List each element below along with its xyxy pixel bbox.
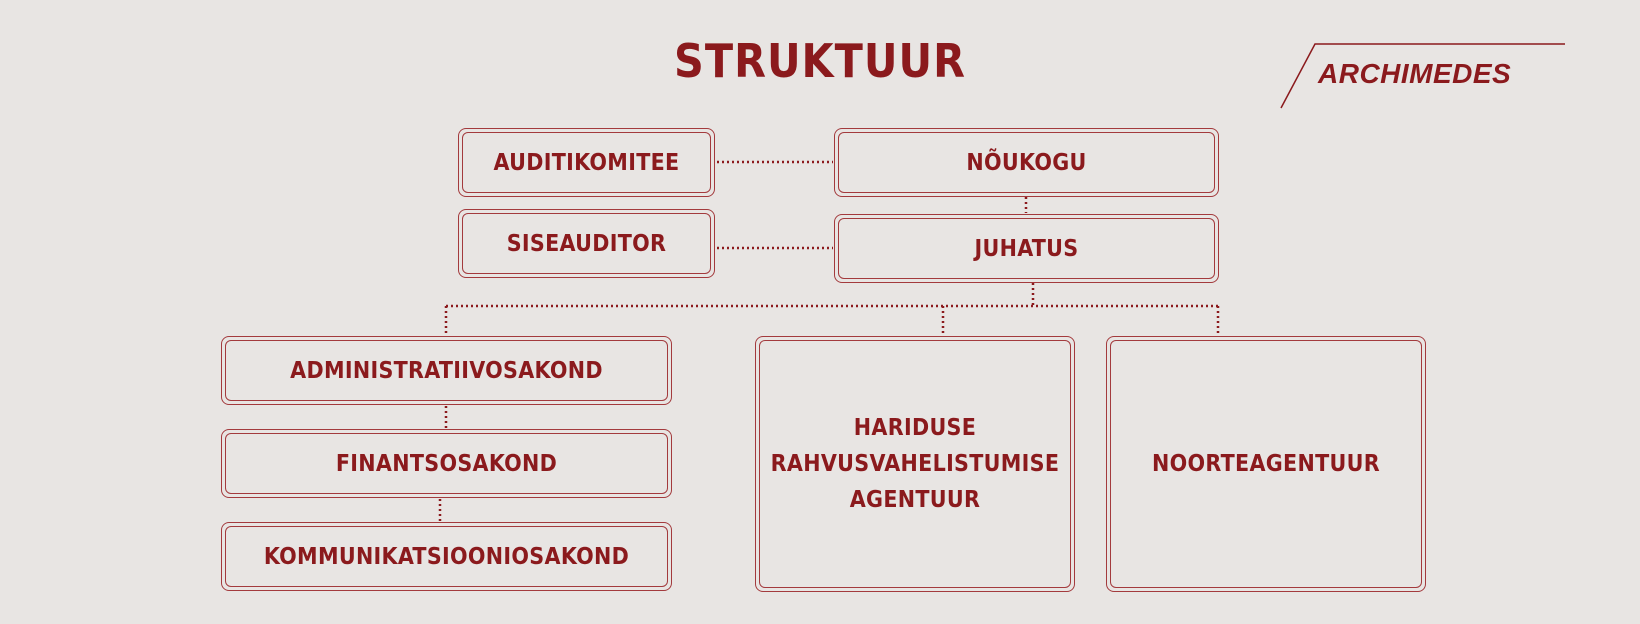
logo: ARCHIMEDES <box>1318 58 1512 89</box>
node-label: FINANTSOSAKOND <box>335 450 558 477</box>
node-label: KOMMUNIKATSIOONIOSAKOND <box>263 543 630 570</box>
node-label: ADMINISTRATIIVOSAKOND <box>290 357 603 384</box>
node-hariduse-agentuur: HARIDUSE RAHVUSVAHELISTUMISE AGENTUUR <box>755 336 1075 592</box>
node-label: HARIDUSE RAHVUSVAHELISTUMISE AGENTUUR <box>770 415 1060 513</box>
node-siseauditor: SISEAUDITOR <box>458 209 715 278</box>
page-title: STRUKTUUR <box>674 34 966 88</box>
node-label: JUHATUS <box>974 235 1079 262</box>
node-noukogu: NÕUKOGU <box>834 128 1219 197</box>
node-kommunikatsiooniosakond: KOMMUNIKATSIOONIOSAKOND <box>221 522 672 591</box>
node-noorteagentuur: NOORTEAGENTUUR <box>1106 336 1426 592</box>
node-label: AUDITIKOMITEE <box>493 149 680 176</box>
node-administratiivosakond: ADMINISTRATIIVOSAKOND <box>221 336 672 405</box>
logo-mark <box>1280 43 1565 109</box>
node-finantsosakond: FINANTSOSAKOND <box>221 429 672 498</box>
node-label: NÕUKOGU <box>966 149 1087 176</box>
node-juhatus: JUHATUS <box>834 214 1219 283</box>
node-auditikomitee: AUDITIKOMITEE <box>458 128 715 197</box>
node-label: SISEAUDITOR <box>506 230 667 257</box>
node-label: NOORTEAGENTUUR <box>1152 451 1380 477</box>
